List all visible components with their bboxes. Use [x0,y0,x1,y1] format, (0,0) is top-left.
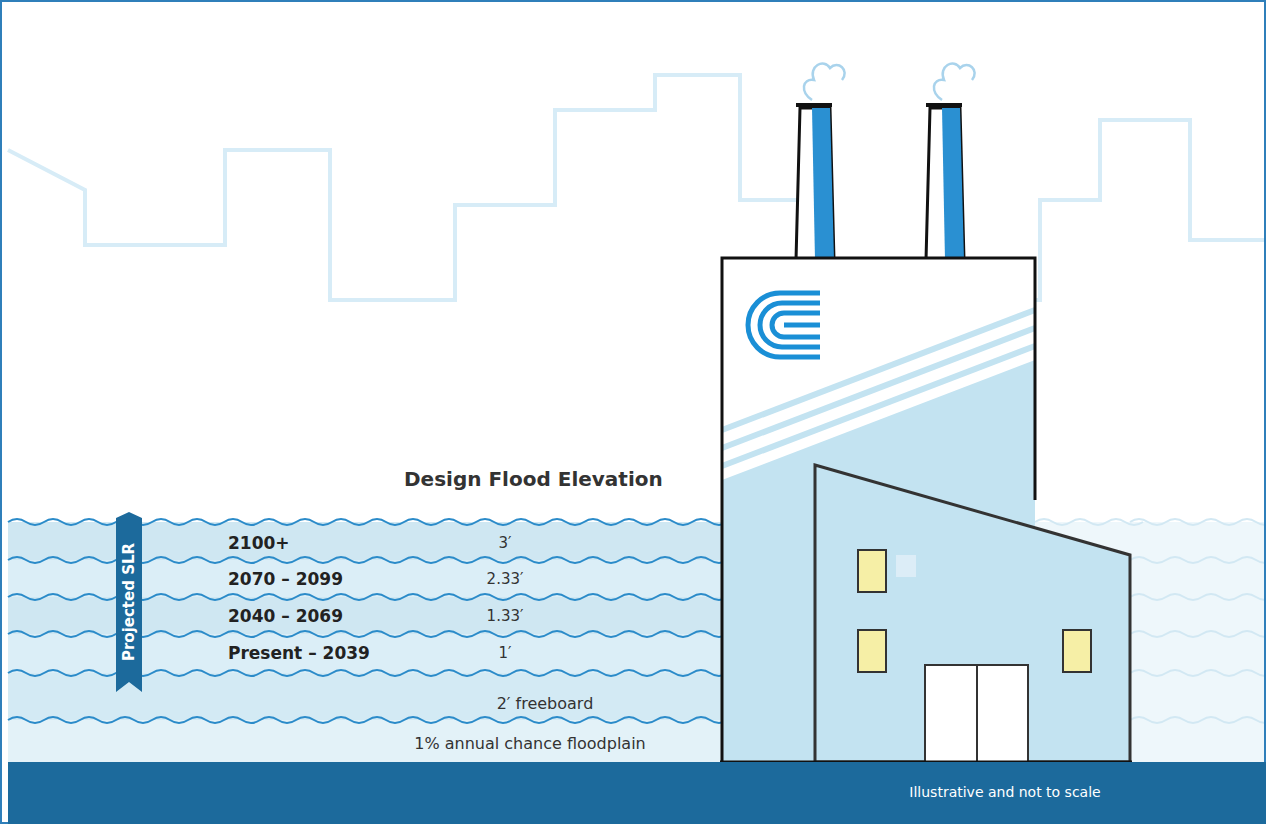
elevation-value: 2.33′ [487,571,524,588]
annex-building [815,465,1130,762]
wave-line-pale [1130,519,1266,525]
elevation-value: 3′ [499,535,512,552]
diagram-title: Design Flood Elevation [404,467,663,491]
wave-line-pale [1130,557,1266,563]
water-band-fill [8,522,724,560]
wave-line-pale [1130,717,1266,723]
wave-line-pale [1130,631,1266,637]
scale-note: Illustrative and not to scale [909,785,1100,800]
water-band-fill [8,673,724,720]
wave-line-pale [1130,594,1266,600]
water-band: 2070 – 2099 2.33′ [200,562,700,596]
period-label: 2100+ [228,534,290,553]
wave-line [8,717,728,723]
steam [804,64,975,100]
water-band: 2′ freeboard [200,689,700,718]
wave-line-pale [1035,519,1143,525]
slr-ribbon: Projected SLR [116,512,142,692]
water-band: 1% annual chance floodplain [200,729,700,759]
water-left [8,522,724,762]
period-label: 2040 – 2069 [228,607,343,626]
elevation-value: 1.33′ [487,608,524,625]
freeboard-label: 2′ freeboard [497,695,594,713]
period-label: Present – 2039 [228,644,370,663]
water-band: 2040 – 2069 1.33′ [200,599,700,633]
elevation-value: 1′ [499,645,512,662]
water-band-fill [8,597,724,634]
water-band-fill [8,560,724,597]
period-label: 2070 – 2099 [228,570,343,589]
skyline-outline [8,75,1266,300]
ground-bar: Illustrative and not to scale [8,762,1266,824]
smokestacks [796,105,964,260]
water-band-fill [8,634,724,673]
water-band-fill [8,720,724,762]
water-band: 2100+ 3′ [200,526,700,560]
water-band: Present – 2039 1′ [200,636,700,670]
floodplain-label: 1% annual chance floodplain [414,735,645,753]
wave-line-pale [1130,670,1266,676]
water-bands [8,522,724,762]
ribbon-label: Projected SLR [121,543,138,661]
company-logo [748,293,820,357]
